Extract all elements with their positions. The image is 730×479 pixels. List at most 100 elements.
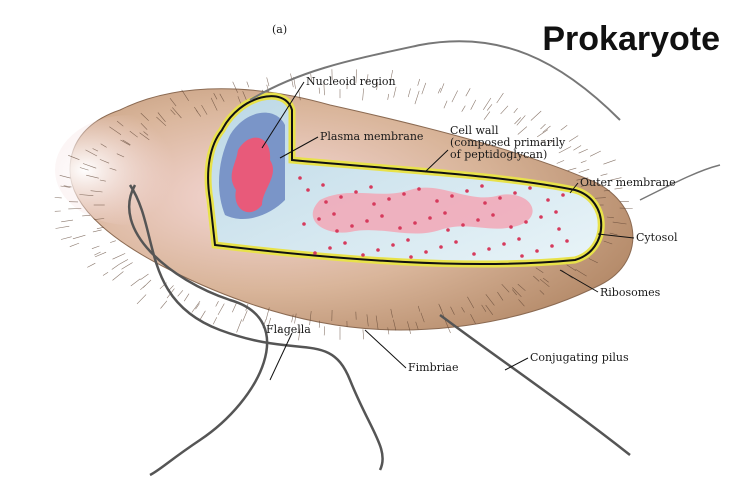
ribosome — [354, 190, 358, 194]
label-cytosol: Cytosol — [636, 232, 677, 244]
fimbria-hair — [70, 243, 79, 247]
ribosome — [472, 252, 476, 256]
ribosome — [557, 227, 561, 231]
panel-label: (a) — [272, 24, 287, 36]
ribosome — [372, 202, 376, 206]
ribosome — [535, 249, 539, 253]
ribosome — [302, 222, 306, 226]
fimbria-hair — [137, 295, 146, 304]
label-flagella: Flagella — [266, 324, 311, 336]
fimbria-hair — [462, 106, 466, 112]
ribosome — [417, 187, 421, 191]
label-plasma-membrane: Plasma membrane — [320, 131, 423, 143]
ribosome — [339, 195, 343, 199]
fimbria-hair — [184, 294, 189, 302]
ribosome — [483, 201, 487, 205]
ribosome — [350, 224, 354, 228]
ribosome — [443, 211, 447, 215]
ribosome — [446, 228, 450, 232]
ribosome — [424, 250, 428, 254]
ribosome — [454, 240, 458, 244]
ribosome — [435, 199, 439, 203]
fimbria-hair — [232, 303, 236, 312]
fimbria-hair — [422, 83, 426, 94]
fimbria-hair — [87, 263, 95, 267]
fimbria-hair — [573, 146, 581, 151]
fimbria-hair — [444, 101, 447, 108]
fimbria-hair — [388, 94, 389, 100]
fimbria-hair — [568, 168, 577, 171]
fimbria-hair — [466, 88, 470, 96]
fimbria-hair — [415, 91, 419, 104]
fimbria-hair — [97, 227, 104, 228]
fimbria-hair — [140, 285, 145, 290]
ribosome — [391, 243, 395, 247]
fimbria-hair — [247, 82, 249, 88]
ribosome — [561, 193, 565, 197]
ribosome — [298, 176, 302, 180]
ribosome — [428, 216, 432, 220]
fimbria-hair — [408, 88, 410, 97]
fimbria-hair — [178, 290, 183, 296]
ribosome — [539, 215, 543, 219]
fimbria-hair — [394, 87, 397, 98]
fimbria-hair — [324, 326, 325, 335]
ribosome — [313, 251, 317, 255]
fimbria-hair — [531, 111, 541, 121]
ribosome — [528, 186, 532, 190]
fimbria-hair — [501, 106, 508, 114]
fimbria-hair — [192, 301, 200, 312]
fimbria-hair — [514, 108, 518, 113]
fimbria-hair — [216, 301, 219, 306]
ribosome — [520, 254, 524, 258]
ribosome — [439, 245, 443, 249]
ribosome — [476, 218, 480, 222]
label-fimbriae: Fimbriae — [408, 362, 458, 374]
ribosome — [465, 189, 469, 193]
ribosome — [487, 247, 491, 251]
fimbria-hair — [200, 311, 206, 320]
ribosome — [369, 185, 373, 189]
fimbria-hair — [92, 246, 100, 249]
fimbria-hair — [363, 329, 364, 339]
fimbria-hair — [515, 118, 521, 125]
fimbria-hair — [569, 136, 578, 142]
fimbria-hair — [169, 285, 173, 289]
ribosome — [502, 242, 506, 246]
ribosome — [343, 241, 347, 245]
fimbria-hair — [483, 98, 491, 110]
ribosome — [565, 239, 569, 243]
ribosome — [332, 212, 336, 216]
fimbria-hair — [497, 93, 504, 103]
fimbria-hair — [118, 259, 128, 264]
ribosome — [335, 229, 339, 233]
page-title: Prokaryote — [542, 20, 720, 59]
fimbria-hair — [103, 272, 108, 275]
ribosome — [461, 223, 465, 227]
fimbria-hair — [471, 100, 476, 110]
ribosome — [498, 196, 502, 200]
fimbria-hair — [579, 149, 588, 153]
fimbria-hair — [61, 220, 73, 222]
fimbria-hair — [579, 169, 590, 172]
fimbria-hair — [484, 112, 490, 120]
ribosome — [321, 183, 325, 187]
ribosome — [317, 217, 321, 221]
fimbria-hair — [112, 265, 119, 270]
fimbria-hair — [140, 274, 148, 280]
ribosome — [406, 238, 410, 242]
label-ribosomes: Ribosomes — [600, 287, 660, 299]
fimbria-hair — [590, 151, 601, 156]
fimbria-hair — [243, 311, 248, 322]
ribosome — [380, 214, 384, 218]
ribosome — [509, 225, 513, 229]
fimbria-hair — [603, 160, 615, 164]
ribosome — [524, 220, 528, 224]
ribosome — [361, 253, 365, 257]
fimbria-hair — [73, 235, 86, 239]
label-nucleoid-region: Nucleoid region — [306, 76, 396, 88]
ribosome — [409, 255, 413, 259]
fimbria-hair — [95, 252, 106, 257]
fimbria-hair — [113, 272, 124, 281]
